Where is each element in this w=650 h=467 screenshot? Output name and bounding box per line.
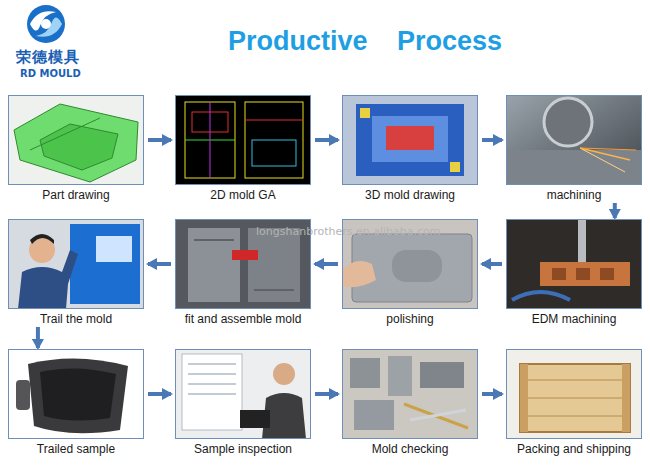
edm-picture (506, 219, 642, 309)
process-step: Trailed sample (8, 349, 144, 456)
picture-frame (342, 349, 478, 439)
flow-arrow (482, 138, 502, 142)
step-caption: Packing and shipping (506, 442, 642, 456)
process-step: 3D mold drawing (342, 95, 478, 202)
picture-frame (175, 349, 311, 439)
process-step: polishing (342, 219, 478, 326)
process-step: Part drawing (8, 95, 144, 202)
step-caption: EDM machining (506, 312, 642, 326)
process-step: EDM machining (506, 219, 642, 326)
process-step: 2D mold GA (175, 95, 311, 202)
picture-frame (506, 349, 642, 439)
flow-arrow (482, 392, 502, 396)
flow-arrow (36, 327, 40, 348)
process-step: Packing and shipping (506, 349, 642, 456)
flow-arrow (148, 262, 171, 266)
flow-arrow (315, 138, 338, 142)
step-caption: 3D mold drawing (342, 188, 478, 202)
process-step: machining (506, 95, 642, 202)
step-caption: Trail the mold (8, 312, 144, 326)
picture-frame (342, 219, 478, 309)
part-drawing-picture (8, 95, 144, 185)
picture-frame (8, 349, 144, 439)
picture-frame (506, 95, 642, 185)
step-caption: Trailed sample (8, 442, 144, 456)
title: Productive Process (228, 26, 502, 57)
logo-english: RD MOULD (20, 68, 81, 79)
machining-picture (506, 95, 642, 185)
process-step: fit and assemble mold (175, 219, 311, 326)
picture-frame (8, 95, 144, 185)
picture-frame (342, 95, 478, 185)
picture-frame (175, 219, 311, 309)
step-caption: polishing (342, 312, 478, 326)
flow-arrow (148, 138, 171, 142)
flow-arrow (613, 203, 617, 218)
step-caption: Mold checking (342, 442, 478, 456)
crate-picture (506, 349, 642, 439)
inspection-picture (175, 349, 311, 439)
step-caption: machining (506, 188, 642, 202)
step-caption: fit and assemble mold (175, 312, 311, 326)
process-step: Mold checking (342, 349, 478, 456)
step-caption: Part drawing (8, 188, 144, 202)
trial-picture (8, 219, 144, 309)
flow-arrow (482, 262, 502, 266)
flow-arrow (148, 392, 171, 396)
picture-frame (8, 219, 144, 309)
flow-arrow (315, 392, 338, 396)
process-step: Trail the mold (8, 219, 144, 326)
checking-picture (342, 349, 478, 439)
process-step: Sample inspection (175, 349, 311, 456)
watermark: longshanbrothers.en.alibaba.com (256, 225, 440, 238)
flow-arrow (315, 262, 338, 266)
sample-picture (8, 349, 144, 439)
mold-3d-picture (342, 95, 478, 185)
mold-ga-picture (175, 95, 311, 185)
step-caption: 2D mold GA (175, 188, 311, 202)
step-caption: Sample inspection (175, 442, 311, 456)
picture-frame (506, 219, 642, 309)
logo-chinese: 荣德模具 (16, 48, 80, 67)
picture-frame (175, 95, 311, 185)
logo-icon (27, 5, 65, 43)
